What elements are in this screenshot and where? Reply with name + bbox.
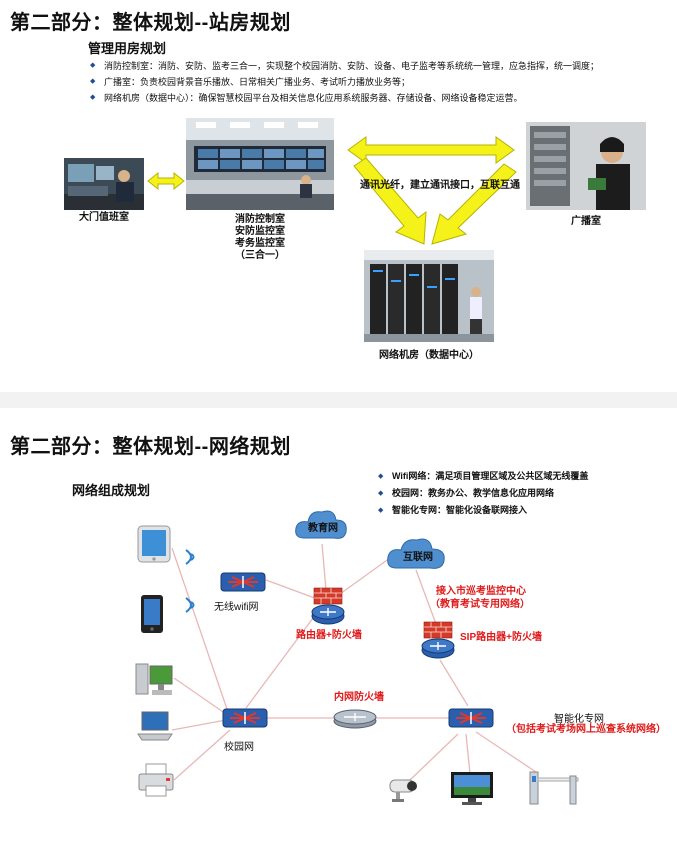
section-subtitle: 管理用房规划 <box>88 41 167 56</box>
education-network-cloud-icon <box>294 506 350 551</box>
wifi-signal-icon <box>182 546 202 573</box>
desktop-pc-icon <box>134 660 174 705</box>
link-campus-pc <box>173 677 227 715</box>
printer-icon <box>136 762 176 803</box>
gate-room-caption: 大门值班室 <box>79 212 129 223</box>
education-network-label: 教育网 <box>308 523 338 534</box>
city-center-label-2: （教育考试专用网络） <box>430 599 530 610</box>
datacenter-photo <box>364 250 494 342</box>
link-campus-tablet <box>171 547 229 713</box>
bullet-item: 智能化专网：智能化设备联网接入 <box>378 502 588 519</box>
link-router-campus <box>245 613 317 709</box>
security-camera-icon <box>386 774 422 809</box>
control-room-line-2: 安防监控室 <box>235 226 285 237</box>
bullet-list: 消防控制室：消防、安防、监考三合一，实现整个校园消防、安防、设备、电子监考等系统… <box>90 58 599 106</box>
control-room-photo <box>186 118 334 210</box>
smart-network-note-label: （包括考试考场网上巡查系统网络） <box>506 724 666 735</box>
gate-room-photo <box>64 158 144 210</box>
broadcast-room-caption: 广播室 <box>571 216 601 227</box>
display-screen-icon <box>450 770 494 811</box>
access-gate-icon <box>526 766 582 811</box>
bullet-item: 消防控制室：消防、安防、监考三合一，实现整个校园消防、安防、设备、电子监考等系统… <box>90 58 599 74</box>
link-edu-router <box>321 543 327 591</box>
control-room-line-3: 考务监控室 <box>235 238 285 249</box>
wifi-network-label: 无线wifi网 <box>214 602 259 613</box>
link-smart-screen <box>465 733 471 775</box>
inner-firewall-icon <box>332 706 378 735</box>
city-center-label-1: 接入市巡考监控中心 <box>436 586 526 597</box>
link-label: 通讯光纤，建立通讯接口，互联互通 <box>360 180 520 191</box>
broadcast-room-photo <box>526 122 646 210</box>
tablet-icon <box>136 524 172 569</box>
campus-network-label: 校园网 <box>224 742 254 753</box>
link-wifi-router <box>265 579 321 601</box>
smart-network-switch-icon <box>448 706 494 735</box>
control-room-line-1: 消防控制室 <box>235 214 285 225</box>
wifi-signal-icon <box>182 594 202 621</box>
sip-router-label: SIP路由器+防火墙 <box>460 632 542 643</box>
slide-station-planning: 第二部分：整体规划--站房规划 管理用房规划 消防控制室：消防、安防、监考三合一… <box>0 0 677 393</box>
bullet-item: 网络机房（数据中心）：确保智慧校园平台及相关信息化应用系统服务器、存储设备、网络… <box>90 90 599 106</box>
link-smart-gate <box>475 731 537 773</box>
link-sip-smart <box>439 659 469 707</box>
wifi-switch-icon <box>220 570 266 599</box>
section-subtitle: 网络组成规划 <box>72 483 151 498</box>
slide-network-planning: 第二部分：整体规划--网络规划 网络组成规划 Wifi网络：满足项目管理区域及公… <box>0 408 677 845</box>
link-smart-camera <box>409 733 459 781</box>
campus-switch-icon <box>222 706 268 735</box>
bullet-item: Wifi网络：满足项目管理区域及公共区域无线覆盖 <box>378 468 588 485</box>
inner-firewall-label: 内网防火墙 <box>334 692 384 703</box>
datacenter-caption: 网络机房（数据中心） <box>379 350 479 361</box>
internet-label: 互联网 <box>403 552 433 563</box>
link-campus-laptop <box>171 719 227 731</box>
router-firewall-icon <box>310 586 346 631</box>
sip-router-firewall-icon <box>420 620 456 665</box>
bullet-list: Wifi网络：满足项目管理区域及公共区域无线覆盖 校园网：教务办公、教学信息化应… <box>378 468 588 519</box>
slide-title: 第二部分：整体规划--站房规划 <box>10 12 291 34</box>
arrow-control-datacenter <box>353 157 427 245</box>
control-room-caption: 消防控制室 安防监控室 考务监控室 （三合一） <box>196 214 324 262</box>
network-links <box>171 543 537 781</box>
link-internet-router <box>339 557 391 595</box>
link-campus-printer <box>173 729 231 781</box>
smartphone-icon <box>140 594 164 639</box>
smart-network-label: 智能化专网 <box>554 714 604 725</box>
link-internet-sip <box>415 569 437 625</box>
connection-arrows <box>147 136 517 245</box>
control-room-line-4: （三合一） <box>235 250 285 261</box>
double-arrow-gate-control <box>147 171 185 191</box>
bullet-item: 校园网：教务办公、教学信息化应用网络 <box>378 485 588 502</box>
double-arrow-control-broadcast <box>347 136 515 164</box>
laptop-icon <box>136 708 174 749</box>
arrow-broadcast-datacenter <box>431 163 517 245</box>
internet-cloud-icon <box>386 534 448 581</box>
slide-gap <box>0 392 677 408</box>
router-firewall-label: 路由器+防火墙 <box>296 630 362 641</box>
bullet-item: 广播室：负责校园背景音乐播放、日常相关广播业务、考试听力播放业务等； <box>90 74 599 90</box>
slide-title: 第二部分：整体规划--网络规划 <box>10 436 291 458</box>
